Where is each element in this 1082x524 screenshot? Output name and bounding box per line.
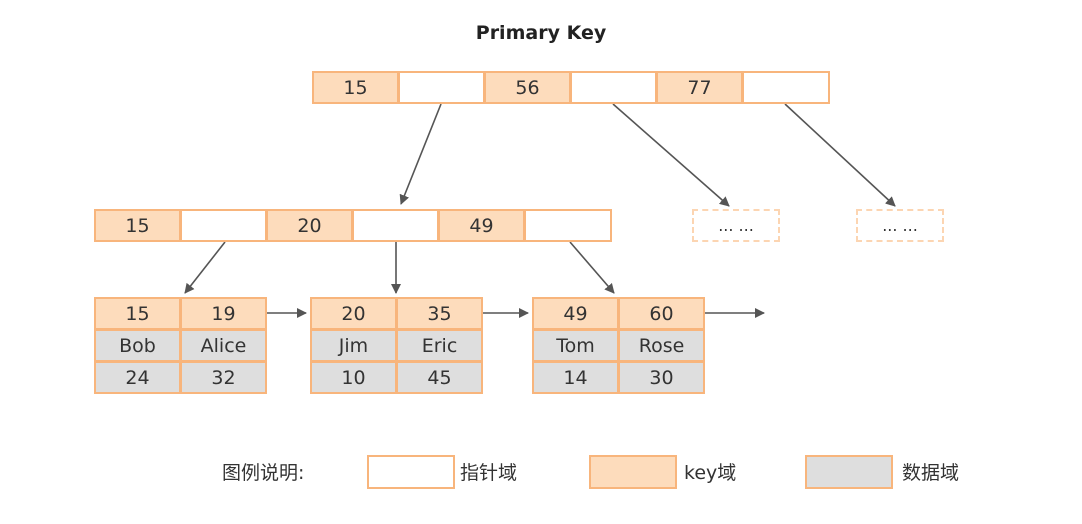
internal-pointer-cell bbox=[352, 209, 439, 242]
legend-data-swatch bbox=[805, 455, 893, 489]
root-pointer-cell bbox=[398, 71, 485, 104]
root-pointer-cell bbox=[570, 71, 657, 104]
leaf-age-cell: 30 bbox=[618, 361, 705, 394]
internal-pointer-cell bbox=[180, 209, 267, 242]
leaf-key-cell: 60 bbox=[618, 297, 705, 330]
leaf-key-cell: 20 bbox=[310, 297, 397, 330]
arrow-root-to-internal bbox=[399, 103, 442, 205]
leaf-age-cell: 14 bbox=[532, 361, 619, 394]
internal-key-cell: 49 bbox=[438, 209, 525, 242]
legend-title: 图例说明: bbox=[222, 462, 305, 484]
legend-pointer-label: 指针域 bbox=[460, 462, 518, 484]
legend-key-swatch bbox=[589, 455, 677, 489]
legend-key-label: key域 bbox=[684, 462, 737, 484]
placeholder-node: ... ... bbox=[692, 209, 780, 242]
root-pointer-cell bbox=[742, 71, 830, 104]
leaf-name-cell: Eric bbox=[396, 329, 483, 362]
leaf-age-cell: 32 bbox=[180, 361, 267, 394]
placeholder-node: ... ... bbox=[856, 209, 944, 242]
leaf-name-cell: Tom bbox=[532, 329, 619, 362]
root-key-cell: 15 bbox=[312, 71, 399, 104]
leaf-key-cell: 15 bbox=[94, 297, 181, 330]
internal-key-cell: 15 bbox=[94, 209, 181, 242]
leaf-age-cell: 45 bbox=[396, 361, 483, 394]
leaf-age-cell: 24 bbox=[94, 361, 181, 394]
leaf-name-cell: Alice bbox=[180, 329, 267, 362]
leaf-age-cell: 10 bbox=[310, 361, 397, 394]
internal-key-cell: 20 bbox=[266, 209, 353, 242]
arrow-internal-to-leaf-1 bbox=[184, 241, 226, 294]
internal-pointer-cell bbox=[524, 209, 612, 242]
arrow-internal-to-leaf-3 bbox=[569, 241, 615, 294]
legend-data-label: 数据域 bbox=[902, 462, 960, 484]
leaf-name-cell: Rose bbox=[618, 329, 705, 362]
leaf-key-cell: 49 bbox=[532, 297, 619, 330]
root-key-cell: 77 bbox=[656, 71, 743, 104]
root-key-cell: 56 bbox=[484, 71, 571, 104]
leaf-key-cell: 35 bbox=[396, 297, 483, 330]
arrow-root-to-placeholder-2 bbox=[784, 103, 896, 207]
leaf-name-cell: Jim bbox=[310, 329, 397, 362]
leaf-name-cell: Bob bbox=[94, 329, 181, 362]
diagram-title: Primary Key bbox=[475, 22, 607, 44]
arrow-root-to-placeholder-1 bbox=[612, 103, 730, 207]
leaf-key-cell: 19 bbox=[180, 297, 267, 330]
legend-pointer-swatch bbox=[367, 455, 455, 489]
